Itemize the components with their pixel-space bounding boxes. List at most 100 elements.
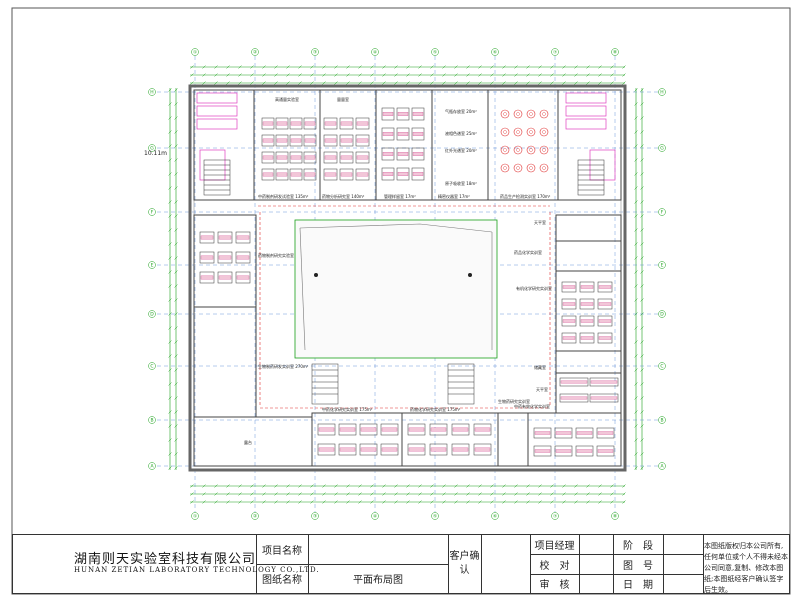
grid-column-label: ③ [313,50,317,56]
stage-label: 阶 段 [623,541,653,552]
project-name-field[interactable] [308,535,448,564]
room-label-r13: 生物制药研发实训室 270m² [258,363,309,369]
grid-row-label: E [151,263,154,269]
bottom-room-walls [311,412,622,467]
room-label-r6: 原子吸收室 18m² [445,180,477,186]
title-block-divider [703,535,704,593]
room-label-r19: 天平室 [536,386,548,392]
grid-column-label: ② [253,514,257,520]
left-dimension-lines [169,88,177,470]
grid-row-label: B [660,418,663,424]
room-label-r3: 气瓶存放室 20m² [445,108,477,114]
right-dimension-lines [635,88,643,470]
grid-column-label: ① [193,514,197,520]
bottom-dimension-lines [190,485,625,503]
round-tables [500,109,549,173]
building-outer-wall [188,84,627,472]
title-block: 项目名称 图纸名称 平面布局图 客户确认 项目经理 校 对 审 核 阶 段 图 … [12,534,790,594]
room-label-r11: 药品生产检测实训室 170m² [500,193,551,199]
reviewer-label: 审 核 [539,580,570,591]
grid-column-label: ⑦ [553,514,557,520]
grid-row-label: H [660,90,663,96]
top-room-walls [193,89,622,201]
fume-hood-fixtures [196,92,616,181]
room-label-r4: 液相色谱室 25m² [445,130,477,136]
grid-column-label: ⑥ [493,514,497,520]
drawing-number-label: 图 号 [623,560,653,572]
room-label-r17: 生物药研究实训室 [498,398,530,404]
room-label-r23: 天平室 [534,219,546,225]
stairs-south-right [447,363,475,405]
title-block-divider [579,535,580,593]
title-block-divider [530,574,703,575]
elevation-note: 10.11m [144,150,167,157]
grid-row-label: C [150,364,153,370]
project-name-label: 项目名称 [262,546,302,557]
lab-benches [199,107,619,457]
title-block-divider [481,535,482,593]
room-label-r1: 高通量实验室 [275,96,299,102]
grid-row-label: F [151,210,154,216]
company-name-cn: 湖南则天实验室科技有限公司 [74,552,257,567]
grid-column-label: ⑥ [493,50,497,56]
room-label-r14: 药品化学实训室 [514,249,542,255]
grid-column-label: ④ [373,514,377,520]
grid-column-label: ⑦ [553,50,557,56]
title-block-divider [613,535,614,593]
grid-row-label: G [150,146,154,152]
grid-column-label: ⑤ [433,514,437,520]
room-label-r22: 中药有效化学实训室 [514,403,550,409]
room-label-r2: 量量室 [337,96,349,102]
title-block-divider [256,564,448,565]
room-label-r5: 红外光谱室 20m² [445,147,477,153]
grid-column-label: ⑧ [613,50,617,56]
grid-row-label: D [660,312,664,318]
room-label-r12: 药物制剂研究实验室 [258,252,294,258]
project-manager-label: 项目经理 [534,541,575,552]
drawing-name-value: 平面布局图 [353,575,403,586]
grid-column-label: ⑧ [613,514,617,520]
room-label-r18: 有机化学研究实训室 [516,285,552,291]
company-name-en: HUNAN ZETIAN LABORATORY TECHNOLOGY CO.,L… [74,566,320,574]
room-label-r15: 中药化学研究实训室 175m² [322,406,373,412]
grid-column-label: ④ [373,50,377,56]
copyright-note: 本图纸版权归本公司所有,任何单位或个人不得未经本公司同意,复制、修改本图纸;本图… [704,542,788,594]
stairs-south-left [311,363,339,405]
top-dimension-lines [190,66,625,84]
grid-column-label: ⑤ [433,50,437,56]
room-labels: 高通量实验室 量量室 气瓶存放室 20m² 液相色谱室 25m² 红外光谱室 2… [244,96,552,445]
room-label-r21: 露台 [244,439,252,445]
grid-row-label: D [150,312,154,318]
client-confirm-label: 客户确认 [449,551,480,576]
courtyard [294,219,498,359]
drawing-name-label: 图纸名称 [262,575,302,586]
grid-row-label: G [660,146,664,152]
grid-row-label: E [661,263,664,269]
stairs-northeast [577,159,605,196]
courtyard-roof-line [299,227,306,351]
stairs-northwest [203,159,231,196]
checker-label: 校 对 [539,560,570,572]
title-block-divider [530,554,703,555]
left-room-walls [193,214,313,467]
room-label-r8: 药物分析研究室 140m² [322,193,365,199]
grid-row-label: F [661,210,664,216]
grid-row-label: H [150,90,153,96]
client-signature-field[interactable] [481,535,530,593]
grid-row-label: C [660,364,663,370]
room-label-r7: 中药制剂研发试验室 135m² [258,193,309,199]
corridor-markings [258,205,551,409]
grid-column-label: ② [253,50,257,56]
courtyard-drain [314,273,318,277]
title-block-divider [448,535,449,593]
room-label-r20: 储藏室 [534,364,546,370]
dimension-ticks [168,65,644,504]
title-block-divider [530,535,531,593]
date-label: 日 期 [623,580,653,591]
grid-row-label: A [150,464,154,470]
